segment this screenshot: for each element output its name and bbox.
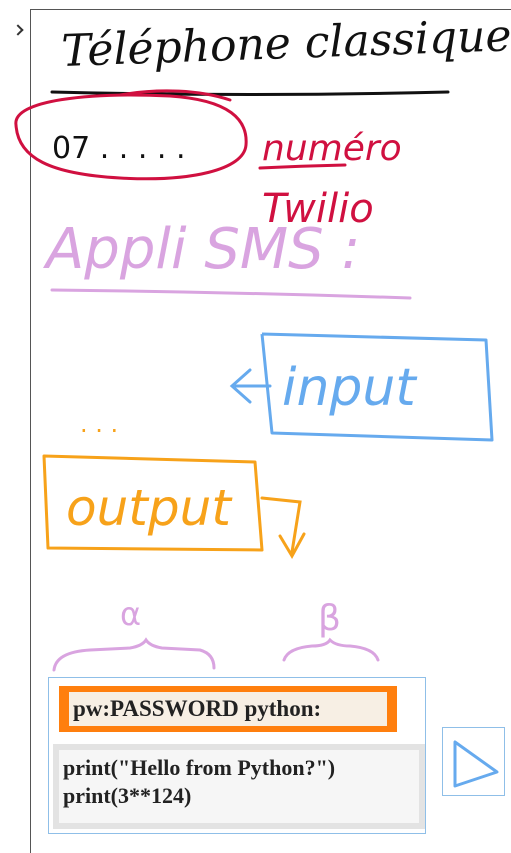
phone-number: 07 . . . . .	[52, 131, 186, 166]
password-field[interactable]: pw:PASSWORD python:	[59, 686, 397, 732]
beta-brace	[282, 637, 380, 662]
number-circle	[14, 89, 248, 181]
frame-top-line	[30, 9, 511, 10]
beta-label: β	[318, 598, 341, 639]
output-arrow-icon	[260, 496, 306, 560]
alpha-brace	[52, 637, 216, 672]
sms-app-label: Appli SMS :	[43, 217, 360, 282]
output-label: output	[66, 479, 233, 537]
input-label: input	[282, 358, 417, 418]
sms-underline	[50, 288, 412, 300]
title-underline	[50, 90, 450, 96]
password-code-panel: pw:PASSWORD python: print("Hello from Py…	[48, 677, 426, 834]
send-button[interactable]	[442, 727, 505, 796]
code-text: print("Hello from Python?") print(3**124…	[59, 750, 419, 823]
alpha-label: α	[120, 595, 141, 633]
twilio-label: Twilio	[262, 186, 374, 232]
numero-underline	[258, 163, 347, 170]
code-editor[interactable]: print("Hello from Python?") print(3**124…	[53, 744, 425, 829]
send-triangle-icon	[453, 740, 499, 788]
sketch-title: Téléphone classique	[61, 10, 511, 77]
input-box	[260, 332, 494, 442]
output-box	[42, 454, 264, 552]
numero-label: numéro	[262, 128, 402, 169]
output-dots: . . .	[80, 410, 118, 438]
code-line-2: print(3**124)	[63, 783, 192, 808]
code-line-1: print("Hello from Python?")	[63, 755, 336, 780]
frame-left-line	[30, 9, 31, 853]
password-text: pw:PASSWORD python:	[69, 692, 387, 726]
input-arrow-icon	[229, 368, 272, 404]
